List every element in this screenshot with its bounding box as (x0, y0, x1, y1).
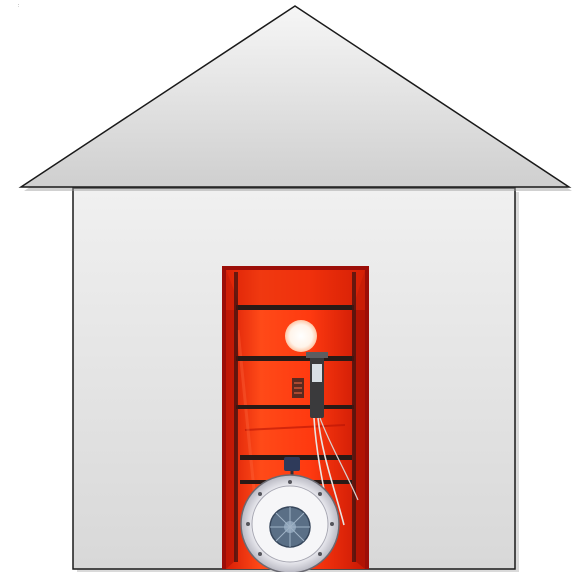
curtain-strap (236, 405, 354, 409)
fan-bolt (318, 552, 322, 556)
fan-bolt (318, 492, 322, 496)
blower-door (222, 266, 369, 572)
gauge-clip (306, 352, 328, 358)
curtain-top-band (226, 270, 365, 310)
frame-pole-left (234, 272, 238, 562)
curtain-strap (236, 356, 354, 361)
fan-bolt (258, 552, 262, 556)
fan-mount (284, 457, 300, 471)
fan-bolt (258, 492, 262, 496)
frame-pole-right (352, 272, 356, 562)
curtain-strap (236, 305, 354, 310)
house-roof (21, 6, 569, 187)
pressure-port (285, 320, 317, 352)
fan-bolt (330, 522, 334, 526)
fan-bolt (288, 480, 292, 484)
fan-bolt (246, 522, 250, 526)
gauge-display (312, 364, 322, 382)
